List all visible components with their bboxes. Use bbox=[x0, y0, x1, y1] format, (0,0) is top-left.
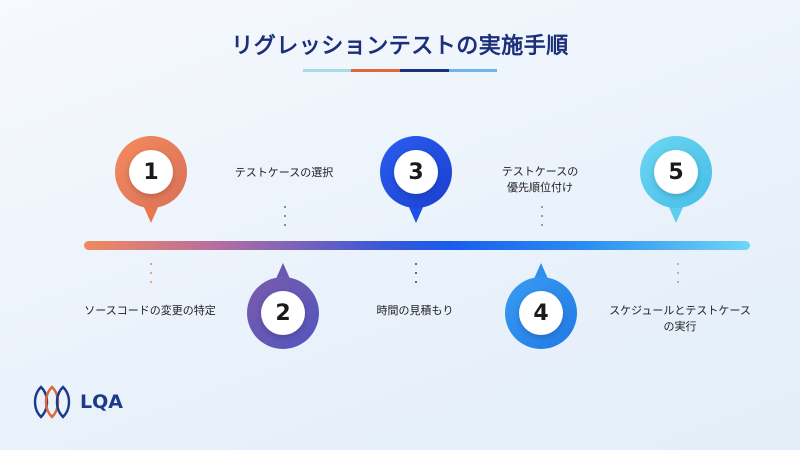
step-4-number: 4 bbox=[519, 291, 563, 335]
step-5-label: スケジュールとテストケース の実行 bbox=[609, 304, 751, 333]
step-3-number: 3 bbox=[394, 150, 438, 194]
step-3-dots bbox=[415, 263, 418, 290]
step-3-label: 時間の見積もり bbox=[376, 304, 454, 317]
step-5-number: 5 bbox=[654, 150, 698, 194]
step-4-label: テストケースの 優先順位付け bbox=[501, 165, 579, 194]
lqa-logo-icon bbox=[33, 385, 71, 419]
step-2-number: 2 bbox=[261, 291, 305, 335]
step-2-dots bbox=[284, 206, 287, 233]
step-1-label: ソースコードの変更の特定 bbox=[84, 304, 216, 317]
diagram-title: リグレッションテストの実施手順 bbox=[231, 34, 569, 59]
step-1-number: 1 bbox=[129, 150, 173, 194]
step-4-dots bbox=[541, 206, 544, 233]
lqa-logo: LQA bbox=[30, 385, 123, 419]
step-5-dots bbox=[677, 263, 680, 290]
step-2-label: テストケースの選択 bbox=[234, 166, 334, 179]
timeline-bar bbox=[84, 241, 750, 250]
step-1-dots bbox=[150, 263, 153, 290]
logo-text: LQA bbox=[80, 391, 123, 413]
